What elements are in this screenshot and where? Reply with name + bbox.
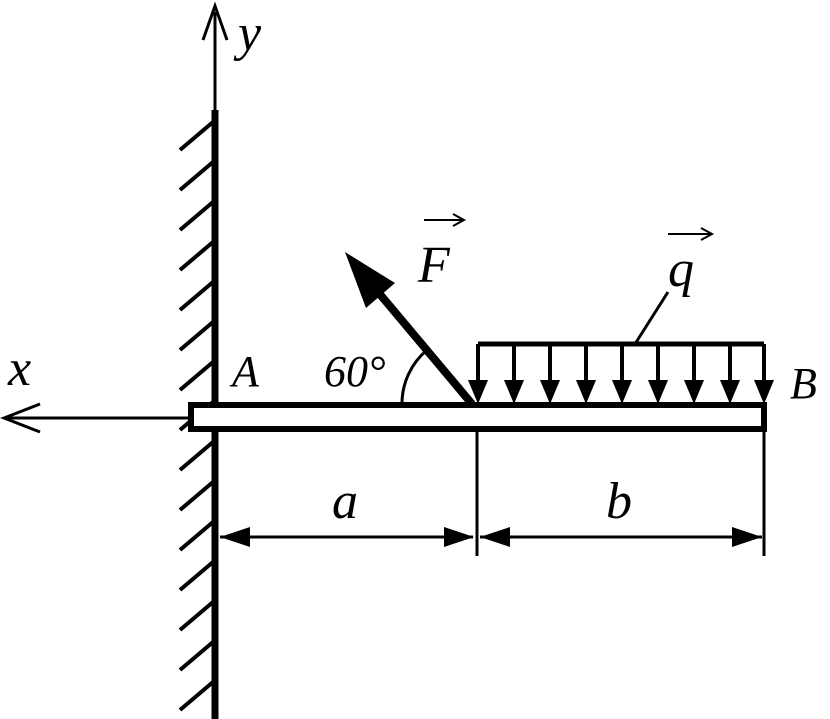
y-axis: [201, 1, 229, 110]
wall-hatching: [178, 120, 215, 712]
x-axis-label: x: [7, 340, 31, 397]
point-a-label: A: [229, 347, 260, 396]
load-arrows: [468, 344, 774, 404]
y-axis-label: y: [233, 5, 262, 62]
dim-b-label: b: [606, 473, 632, 530]
force-label: F: [417, 237, 451, 294]
force-f: [345, 252, 476, 407]
distributed-load: [468, 291, 774, 404]
beam: [188, 402, 767, 432]
x-axis: [0, 402, 190, 434]
angle-arc: [400, 348, 428, 405]
force-vector-arrow: [424, 213, 467, 227]
load-leader-line: [633, 291, 670, 345]
dim-a-label: a: [332, 473, 358, 530]
load-label: q: [668, 241, 694, 298]
point-b-label: B: [790, 359, 817, 408]
angle-label: 60°: [324, 347, 386, 396]
dimension-a: [220, 432, 479, 556]
dimension-b: [480, 432, 766, 556]
load-vector-arrow: [668, 227, 715, 241]
